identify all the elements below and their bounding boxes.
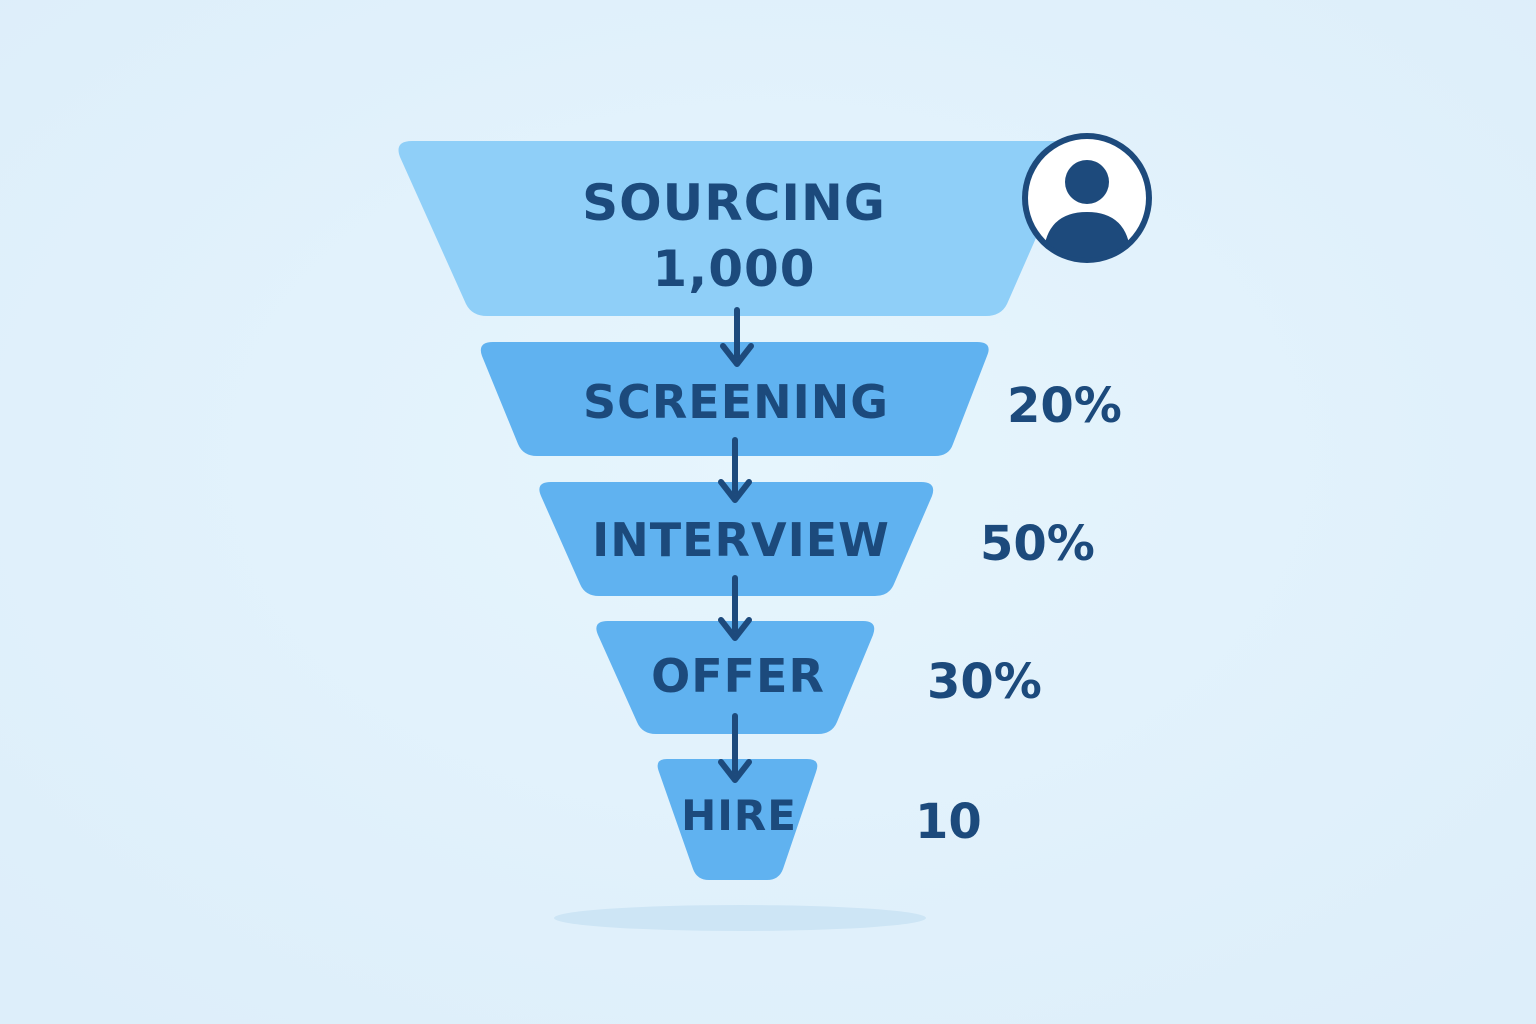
stage-offer-shape xyxy=(596,621,875,734)
stage-screening-shape xyxy=(480,342,989,456)
stage-offer-metric: 30% xyxy=(927,654,1042,710)
stage-offer-label: OFFER xyxy=(651,649,825,703)
stage-screening-label: SCREENING xyxy=(583,375,889,429)
flow-arrow-offer-hire xyxy=(718,713,752,783)
stage-hire-metric: 10 xyxy=(915,794,982,850)
funnel-shadow xyxy=(554,905,926,931)
stage-hire-label: HIRE xyxy=(681,791,797,840)
stage-sourcing-count: 1,000 xyxy=(652,240,815,298)
funnel-stage-sourcing: SOURCING 1,000 xyxy=(398,141,1075,316)
funnel-stage-hire: HIRE 10 xyxy=(657,759,982,880)
stage-sourcing-shape xyxy=(398,141,1075,316)
stage-interview-metric: 50% xyxy=(980,516,1095,572)
user-avatar-icon xyxy=(1022,133,1152,263)
stage-sourcing-label: SOURCING xyxy=(582,174,886,232)
flow-arrow-screening-interview xyxy=(718,437,752,503)
stage-interview-shape xyxy=(539,482,934,596)
flow-arrow-sourcing-screening xyxy=(720,307,754,367)
funnel-stage-interview: INTERVIEW 50% xyxy=(539,482,1095,596)
funnel-stage-screening: SCREENING 20% xyxy=(480,342,1122,456)
stage-screening-metric: 20% xyxy=(1007,378,1122,434)
stage-hire-shape xyxy=(657,759,818,880)
flow-arrow-interview-offer xyxy=(718,575,752,641)
stage-interview-label: INTERVIEW xyxy=(592,513,890,567)
funnel-stage-offer: OFFER 30% xyxy=(596,621,1042,734)
